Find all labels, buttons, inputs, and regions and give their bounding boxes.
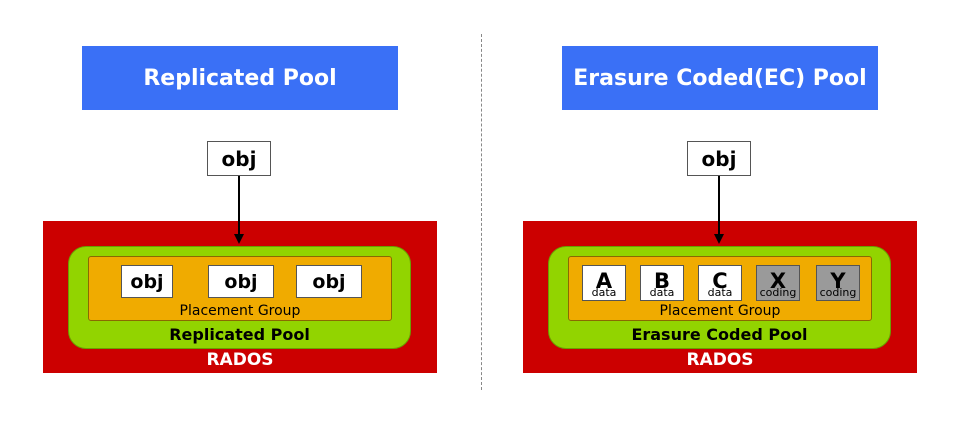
chunk-c-letter: C [712,269,728,293]
chunk-b-letter: B [653,269,670,293]
chunk-c: C data [698,265,742,301]
chunk-a-type: data [591,286,617,299]
replicated-pool-label: Replicated Pool [169,325,310,344]
chunk-y-letter: Y [830,269,846,293]
replicated-pool-title: Replicated Pool [82,46,398,110]
chunk-a: A data [582,265,626,301]
ec-rados-container: A data B data C data X coding Y coding P… [523,221,917,373]
chunk-b: B data [640,265,684,301]
chunk-x: X coding [756,265,800,301]
erasure-coded-pool-title: Erasure Coded(EC) Pool [562,46,878,110]
ec-input-object: obj [687,141,751,176]
chunk-y-type: coding [819,286,857,299]
chunk-y: Y coding [816,265,860,301]
panel-divider [481,34,482,390]
replica-object-1: obj [121,265,173,298]
chunk-x-type: coding [759,286,797,299]
placement-group-label: Placement Group [179,303,301,319]
replica-object-2: obj [208,265,274,298]
rados-label: RADOS [686,350,754,370]
chunk-b-type: data [649,286,675,299]
ec-placement-group: A data B data C data X coding Y coding P… [568,256,872,321]
replicated-pool-container: obj obj obj Placement Group Replicated P… [68,246,411,349]
chunk-x-letter: X [769,269,787,293]
ec-arrow-head [714,234,724,244]
replica-object-3: obj [296,265,362,298]
chunk-a-letter: A [595,269,613,293]
rados-label: RADOS [206,350,274,370]
ec-pool-label: Erasure Coded Pool [631,325,808,344]
chunk-c-type: data [707,286,733,299]
replicated-placement-group: obj obj obj Placement Group [88,256,392,321]
placement-group-label: Placement Group [659,303,781,319]
ec-pool-container: A data B data C data X coding Y coding P… [548,246,891,349]
replicated-input-object: obj [207,141,271,176]
replicated-arrow-head [234,234,244,244]
replicated-rados-container: obj obj obj Placement Group Replicated P… [43,221,437,373]
